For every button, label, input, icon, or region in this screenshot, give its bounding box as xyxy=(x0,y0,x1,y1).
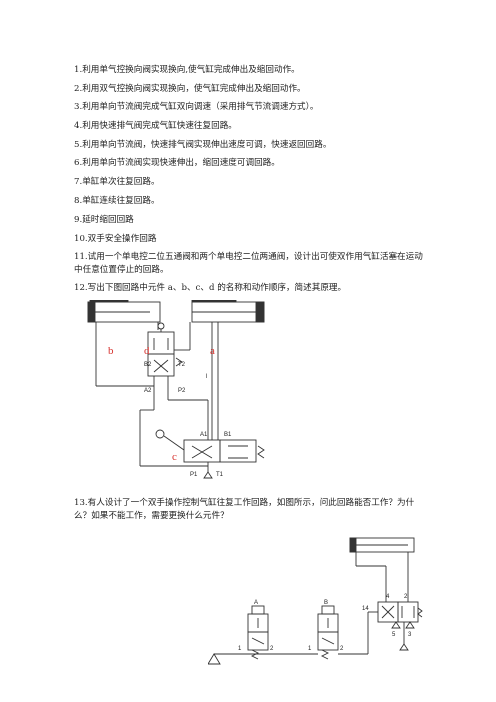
item-2: 2.利用双气控换向阀实现换向，使气缸完成伸出及缩回动作。 xyxy=(74,84,306,94)
svg-text:B2: B2 xyxy=(144,362,152,368)
svg-text:P1: P1 xyxy=(190,472,198,478)
svg-text:A1: A1 xyxy=(200,432,208,438)
svg-text:a: a xyxy=(210,345,215,357)
svg-text:5: 5 xyxy=(392,632,396,638)
svg-text:1: 1 xyxy=(238,646,242,652)
svg-text:T1: T1 xyxy=(216,472,224,478)
valve-c-left xyxy=(183,439,221,463)
main-valve-right xyxy=(397,601,419,623)
valve-c-right xyxy=(219,439,257,463)
item-3: 3.利用单向节流阀完成气缸双向调速（采用排气节流调速方式）。 xyxy=(74,102,319,112)
circuit-figure-1: b d a c B2 T2 A2 P2 A1 B1 P1 T1 l xyxy=(87,300,265,479)
valve-b-bottom xyxy=(317,631,339,651)
svg-text:b: b xyxy=(108,345,114,357)
svg-text:4: 4 xyxy=(386,594,390,600)
item-13: 13.有人设计了一个双手操作控制气缸往复工作回路，如图所示，问此回路能否工作？为… xyxy=(74,498,415,521)
svg-text:2: 2 xyxy=(404,594,408,600)
item-12: 12.写出下图回路中元件 a、b、c、d 的名称和动作顺序，简述其原理。 xyxy=(74,283,347,293)
valve-a-bottom xyxy=(247,631,269,651)
svg-text:1: 1 xyxy=(308,646,312,652)
item-7: 7.单缸单次往复回路。 xyxy=(74,177,160,187)
valve-d-bottom xyxy=(147,353,175,377)
svg-text:A: A xyxy=(254,600,258,606)
svg-text:d: d xyxy=(144,345,150,357)
item-8: 8.单缸连续往复回路。 xyxy=(74,196,160,206)
svg-text:l: l xyxy=(206,374,207,380)
item-4: 4.利用快速排气阀完成气缸快速往复回路。 xyxy=(74,121,237,131)
svg-text:2: 2 xyxy=(340,646,344,652)
item-1: 1.利用单气控换向阀实现换向,使气缸完成伸出及缩回动作。 xyxy=(74,65,300,75)
svg-text:T2: T2 xyxy=(178,362,186,368)
svg-text:14: 14 xyxy=(362,606,369,612)
svg-text:B: B xyxy=(324,600,328,606)
item-11: 11.试用一个单电控二位五通阀和两个单电控二位两通阀，设计出可使双作用气缸活塞在… xyxy=(74,252,423,275)
circuit-figure-2: A B 1 2 1 2 4 2 14 5 3 xyxy=(208,537,423,665)
svg-text:3: 3 xyxy=(408,632,412,638)
item-5: 5.利用单向节流阀，快速排气阀实现伸出速度可调，快速返回回路。 xyxy=(74,140,332,150)
svg-text:B1: B1 xyxy=(224,432,232,438)
svg-text:P2: P2 xyxy=(178,388,186,394)
item-10: 10.双手安全操作回路 xyxy=(74,234,157,244)
item-6: 6.利用单向节流阀实现快速伸出，缩回速度可调回路。 xyxy=(74,158,280,168)
item-9: 9.延时缩回回路 xyxy=(74,215,134,225)
svg-text:A2: A2 xyxy=(144,388,152,394)
valve-d-top xyxy=(147,331,175,355)
svg-text:c: c xyxy=(172,451,177,463)
svg-text:2: 2 xyxy=(270,646,274,652)
